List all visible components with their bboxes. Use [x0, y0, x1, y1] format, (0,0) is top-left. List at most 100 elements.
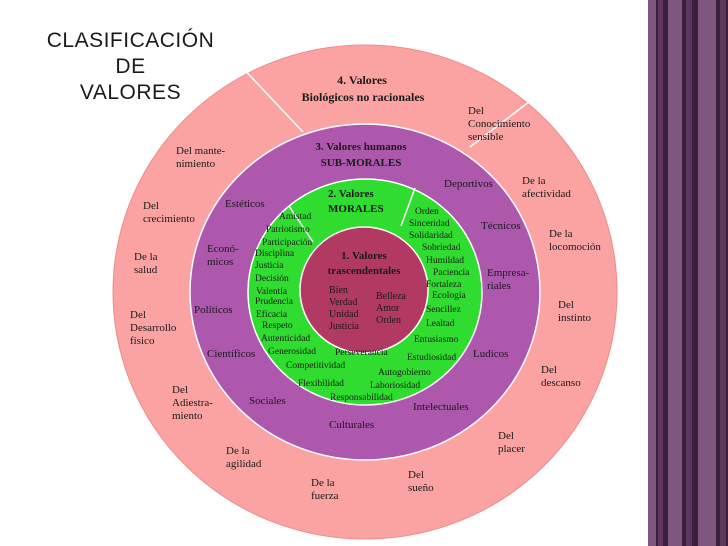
biologicos-item: Del — [408, 469, 424, 481]
humanos-item: Técnicos — [481, 220, 521, 232]
humanos-item: Sociales — [249, 395, 286, 407]
main-title: CLASIFICACIÓN DE VALORES — [28, 28, 233, 106]
moral-divider-right — [400, 187, 416, 227]
morales-item: Solidaridad — [409, 231, 453, 241]
biologicos-item: Del — [172, 384, 188, 396]
morales-item: Sobriedad — [422, 243, 461, 253]
humanos-item: Políticos — [194, 304, 233, 316]
biologicos-item: miento — [172, 410, 203, 422]
biologicos-item: salud — [134, 264, 158, 276]
humanos-item: micos — [207, 256, 233, 268]
morales-item: Decisión — [255, 274, 289, 284]
biologicos-item: locomoción — [549, 241, 601, 253]
biologicos-item: fuerza — [311, 490, 339, 502]
core-trascendentales — [299, 226, 429, 354]
morales-item: Prudencia — [255, 297, 294, 307]
biologicos-item: Del — [143, 200, 159, 212]
band-stripe — [648, 0, 656, 546]
band-stripe — [686, 0, 692, 546]
humanos-item: Estéticos — [225, 198, 265, 210]
biologicos-item: De la — [311, 477, 335, 489]
morales-item: Humildad — [426, 256, 464, 266]
trascendentales-item: Justicia — [329, 321, 360, 332]
morales-item: Autogobierno — [378, 368, 431, 378]
humanos-item: Empresa- — [487, 267, 529, 279]
humanos-item: Deportivos — [444, 178, 493, 190]
biologicos-item: De la — [226, 445, 250, 457]
morales-title: 2. Valores — [328, 188, 374, 200]
biologicos-title: 4. Valores — [337, 73, 387, 87]
humanos-item: Científicos — [207, 348, 255, 360]
trascendentales-item: Belleza — [376, 291, 407, 302]
humanos-item: Culturales — [329, 419, 374, 431]
biologicos-item: Conocimiento — [468, 118, 531, 130]
biologicos-item: De la — [522, 175, 546, 187]
biologicos-title: Biológicos no racionales — [302, 90, 425, 104]
humanos-item: riales — [487, 280, 511, 292]
trascendentales-item: Unidad — [329, 309, 358, 320]
morales-title: MORALES — [328, 203, 384, 215]
trascendentales-item: Bien — [329, 285, 348, 296]
morales-item: Sinceridad — [409, 219, 450, 229]
band-stripe — [668, 0, 682, 546]
morales-item: Paciencia — [433, 268, 470, 278]
main-title-line: VALORES — [79, 81, 182, 104]
morales-item: Orden — [415, 207, 439, 217]
morales-item: Sencillez — [426, 305, 461, 315]
main-title-line: DE — [115, 55, 146, 78]
trascendentales-item: Orden — [376, 315, 401, 326]
morales-item: Respeto — [262, 321, 293, 331]
trascendentales-title: trascendentales — [328, 265, 401, 277]
morales-item: Responsabilidad — [330, 393, 393, 403]
biologicos-item: Del — [468, 105, 484, 117]
biologicos-item: De la — [549, 228, 573, 240]
biologicos-item: placer — [498, 443, 525, 455]
humanos-item: Ludicos — [473, 348, 508, 360]
biologicos-item: afectividad — [522, 188, 571, 200]
biologicos-item: sueño — [408, 482, 434, 494]
humanos-item: Econó- — [207, 243, 239, 255]
morales-item: Justicia — [255, 261, 284, 271]
ring-divider-right — [469, 81, 556, 148]
decorative-side-band — [648, 0, 728, 546]
band-stripe — [658, 0, 663, 546]
morales-item: Lealtad — [426, 319, 455, 329]
trascendentales-title: 1. Valores — [341, 250, 387, 262]
biologicos-item: descanso — [541, 377, 581, 389]
biologicos-item: Desarrollo — [130, 322, 177, 334]
moral-divider-left — [288, 205, 314, 243]
biologicos-item: instinto — [558, 312, 592, 324]
ring-divider-left — [222, 46, 304, 133]
morales-item: Disciplina — [255, 249, 295, 259]
morales-item: Generosidad — [268, 347, 316, 357]
biologicos-item: sensible — [468, 131, 504, 143]
band-stripe — [698, 0, 716, 546]
biologicos-item: Del mante- — [176, 145, 226, 157]
morales-item: Patriotismo — [266, 225, 310, 235]
morales-item: Laboriosidad — [370, 381, 420, 391]
morales-item: Competitividad — [286, 361, 345, 371]
morales-item: Amistad — [279, 212, 311, 222]
morales-item: Entusiasmo — [414, 335, 459, 345]
biologicos-item: De la — [134, 251, 158, 263]
biologicos-item: crecimiento — [143, 213, 195, 225]
morales-item: Autenticidad — [261, 334, 310, 344]
biologicos-item: Adiestra- — [172, 397, 213, 409]
humanos-title: 3. Valores humanos — [315, 141, 407, 153]
morales-item: Perseverancia — [335, 348, 389, 358]
morales-item: Eficacia — [256, 309, 288, 320]
biologicos-item: agilidad — [226, 458, 262, 470]
main-title-line: CLASIFICACIÓN — [46, 29, 215, 52]
trascendentales-item: Verdad — [329, 297, 357, 308]
biologicos-item: nimiento — [176, 158, 216, 170]
morales-item: Valentía — [256, 287, 288, 297]
morales-item: Estudiosidad — [407, 353, 456, 363]
biologicos-item: Del — [558, 299, 574, 311]
morales-item: Flexibilidad — [298, 379, 344, 389]
trascendentales-item: Amor — [376, 303, 400, 314]
band-stripe — [720, 0, 726, 546]
morales-item: Fortaleza — [426, 280, 462, 290]
morales-item: Ecología — [432, 291, 467, 301]
